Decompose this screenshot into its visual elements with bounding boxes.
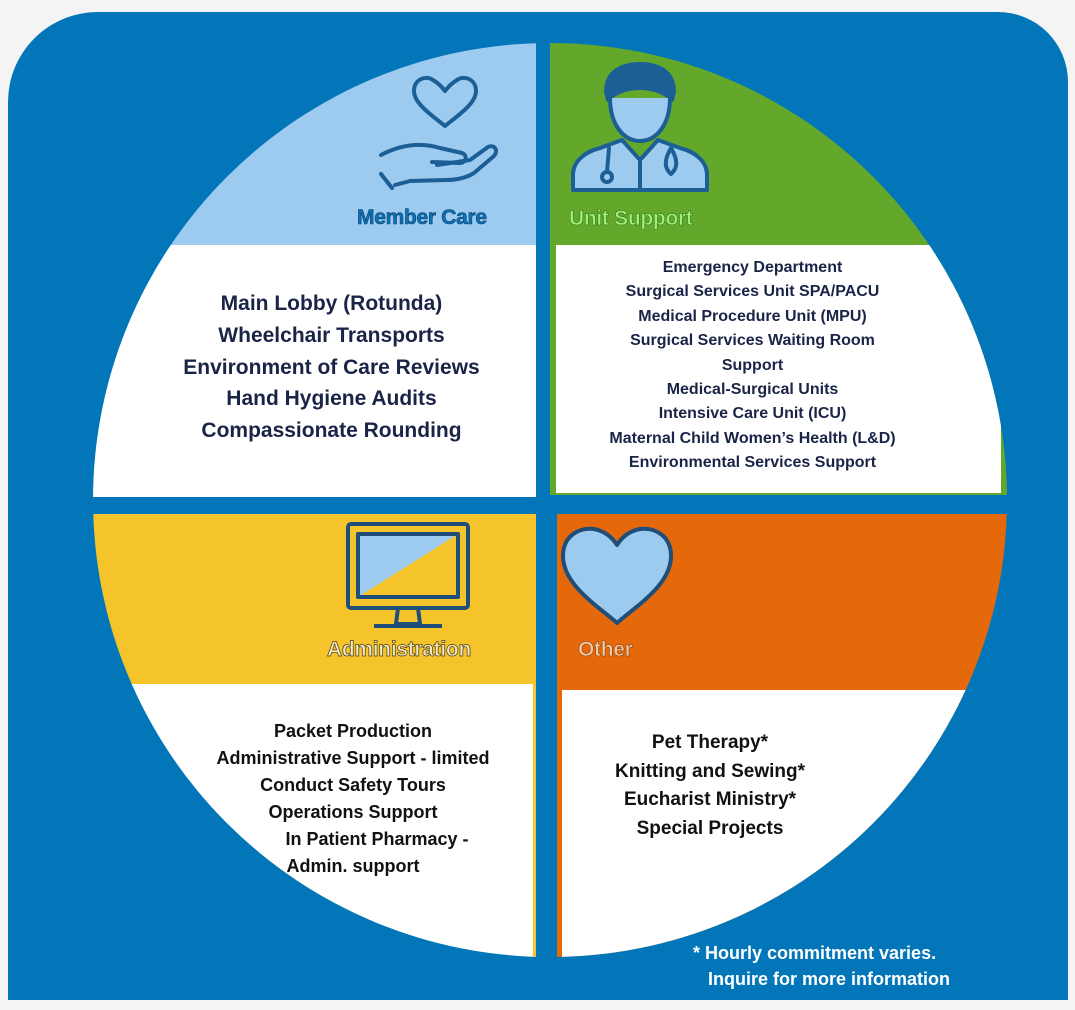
list-item: Administrative Support - limited bbox=[216, 748, 490, 768]
list-item: Intensive Care Unit (ICU) bbox=[658, 405, 847, 423]
footnote-line: * Hourly commitment varies. bbox=[693, 943, 937, 963]
computer-monitor-icon bbox=[346, 522, 470, 628]
list-item: Hand Hygiene Audits bbox=[226, 387, 437, 411]
heading-other: Other bbox=[578, 638, 633, 662]
heart-in-hand-icon bbox=[379, 75, 499, 190]
heart-icon bbox=[561, 526, 673, 625]
list-item: Environmental Services Support bbox=[628, 454, 877, 472]
background-panel bbox=[8, 12, 1068, 1000]
list-item: Admin. support bbox=[286, 856, 420, 876]
footnote: * Hourly commitment varies. Inquire for … bbox=[693, 940, 950, 992]
list-item: Conduct Safety Tours bbox=[260, 775, 446, 795]
list-item: Compassionate Rounding bbox=[201, 419, 462, 443]
list-item: Maternal Child Women’s Health (L&D) bbox=[609, 429, 896, 447]
list-item: In Patient Pharmacy - bbox=[285, 829, 469, 849]
list-other: Pet Therapy* Knitting and Sewing* Euchar… bbox=[585, 729, 835, 843]
list-item: Emergency Department bbox=[662, 259, 843, 276]
list-item: Eucharist Ministry* bbox=[623, 789, 797, 811]
list-item: Pet Therapy* bbox=[651, 732, 769, 753]
list-item: Wheelchair Transports bbox=[218, 323, 445, 347]
list-item: Support bbox=[721, 356, 784, 374]
list-item: Medical-Surgical Units bbox=[666, 381, 839, 399]
heading-administration: Administration bbox=[327, 638, 472, 662]
doctor-icon bbox=[571, 62, 709, 192]
list-item: Packet Production bbox=[273, 721, 433, 741]
list-item: Surgical Services Unit SPA/PACU bbox=[625, 283, 880, 301]
list-item: Knitting and Sewing* bbox=[615, 760, 805, 782]
list-member-care: Main Lobby (Rotunda) Wheelchair Transpor… bbox=[140, 288, 523, 447]
heading-unit-support: Unit Support bbox=[569, 207, 693, 231]
list-unit-support: Emergency Department Surgical Services U… bbox=[570, 256, 935, 476]
list-item: Operations Support bbox=[268, 802, 438, 822]
list-administration: Packet Production Administrative Support… bbox=[188, 718, 518, 880]
list-item: Medical Procedure Unit (MPU) bbox=[638, 307, 867, 325]
list-item: Environment of Care Reviews bbox=[183, 355, 480, 379]
footnote-line: Inquire for more information bbox=[693, 969, 951, 989]
list-item: Main Lobby (Rotunda) bbox=[220, 292, 443, 315]
list-item: Special Projects bbox=[636, 817, 784, 839]
heading-member-care: Member Care bbox=[357, 206, 488, 230]
list-item: Surgical Services Waiting Room bbox=[630, 332, 875, 350]
